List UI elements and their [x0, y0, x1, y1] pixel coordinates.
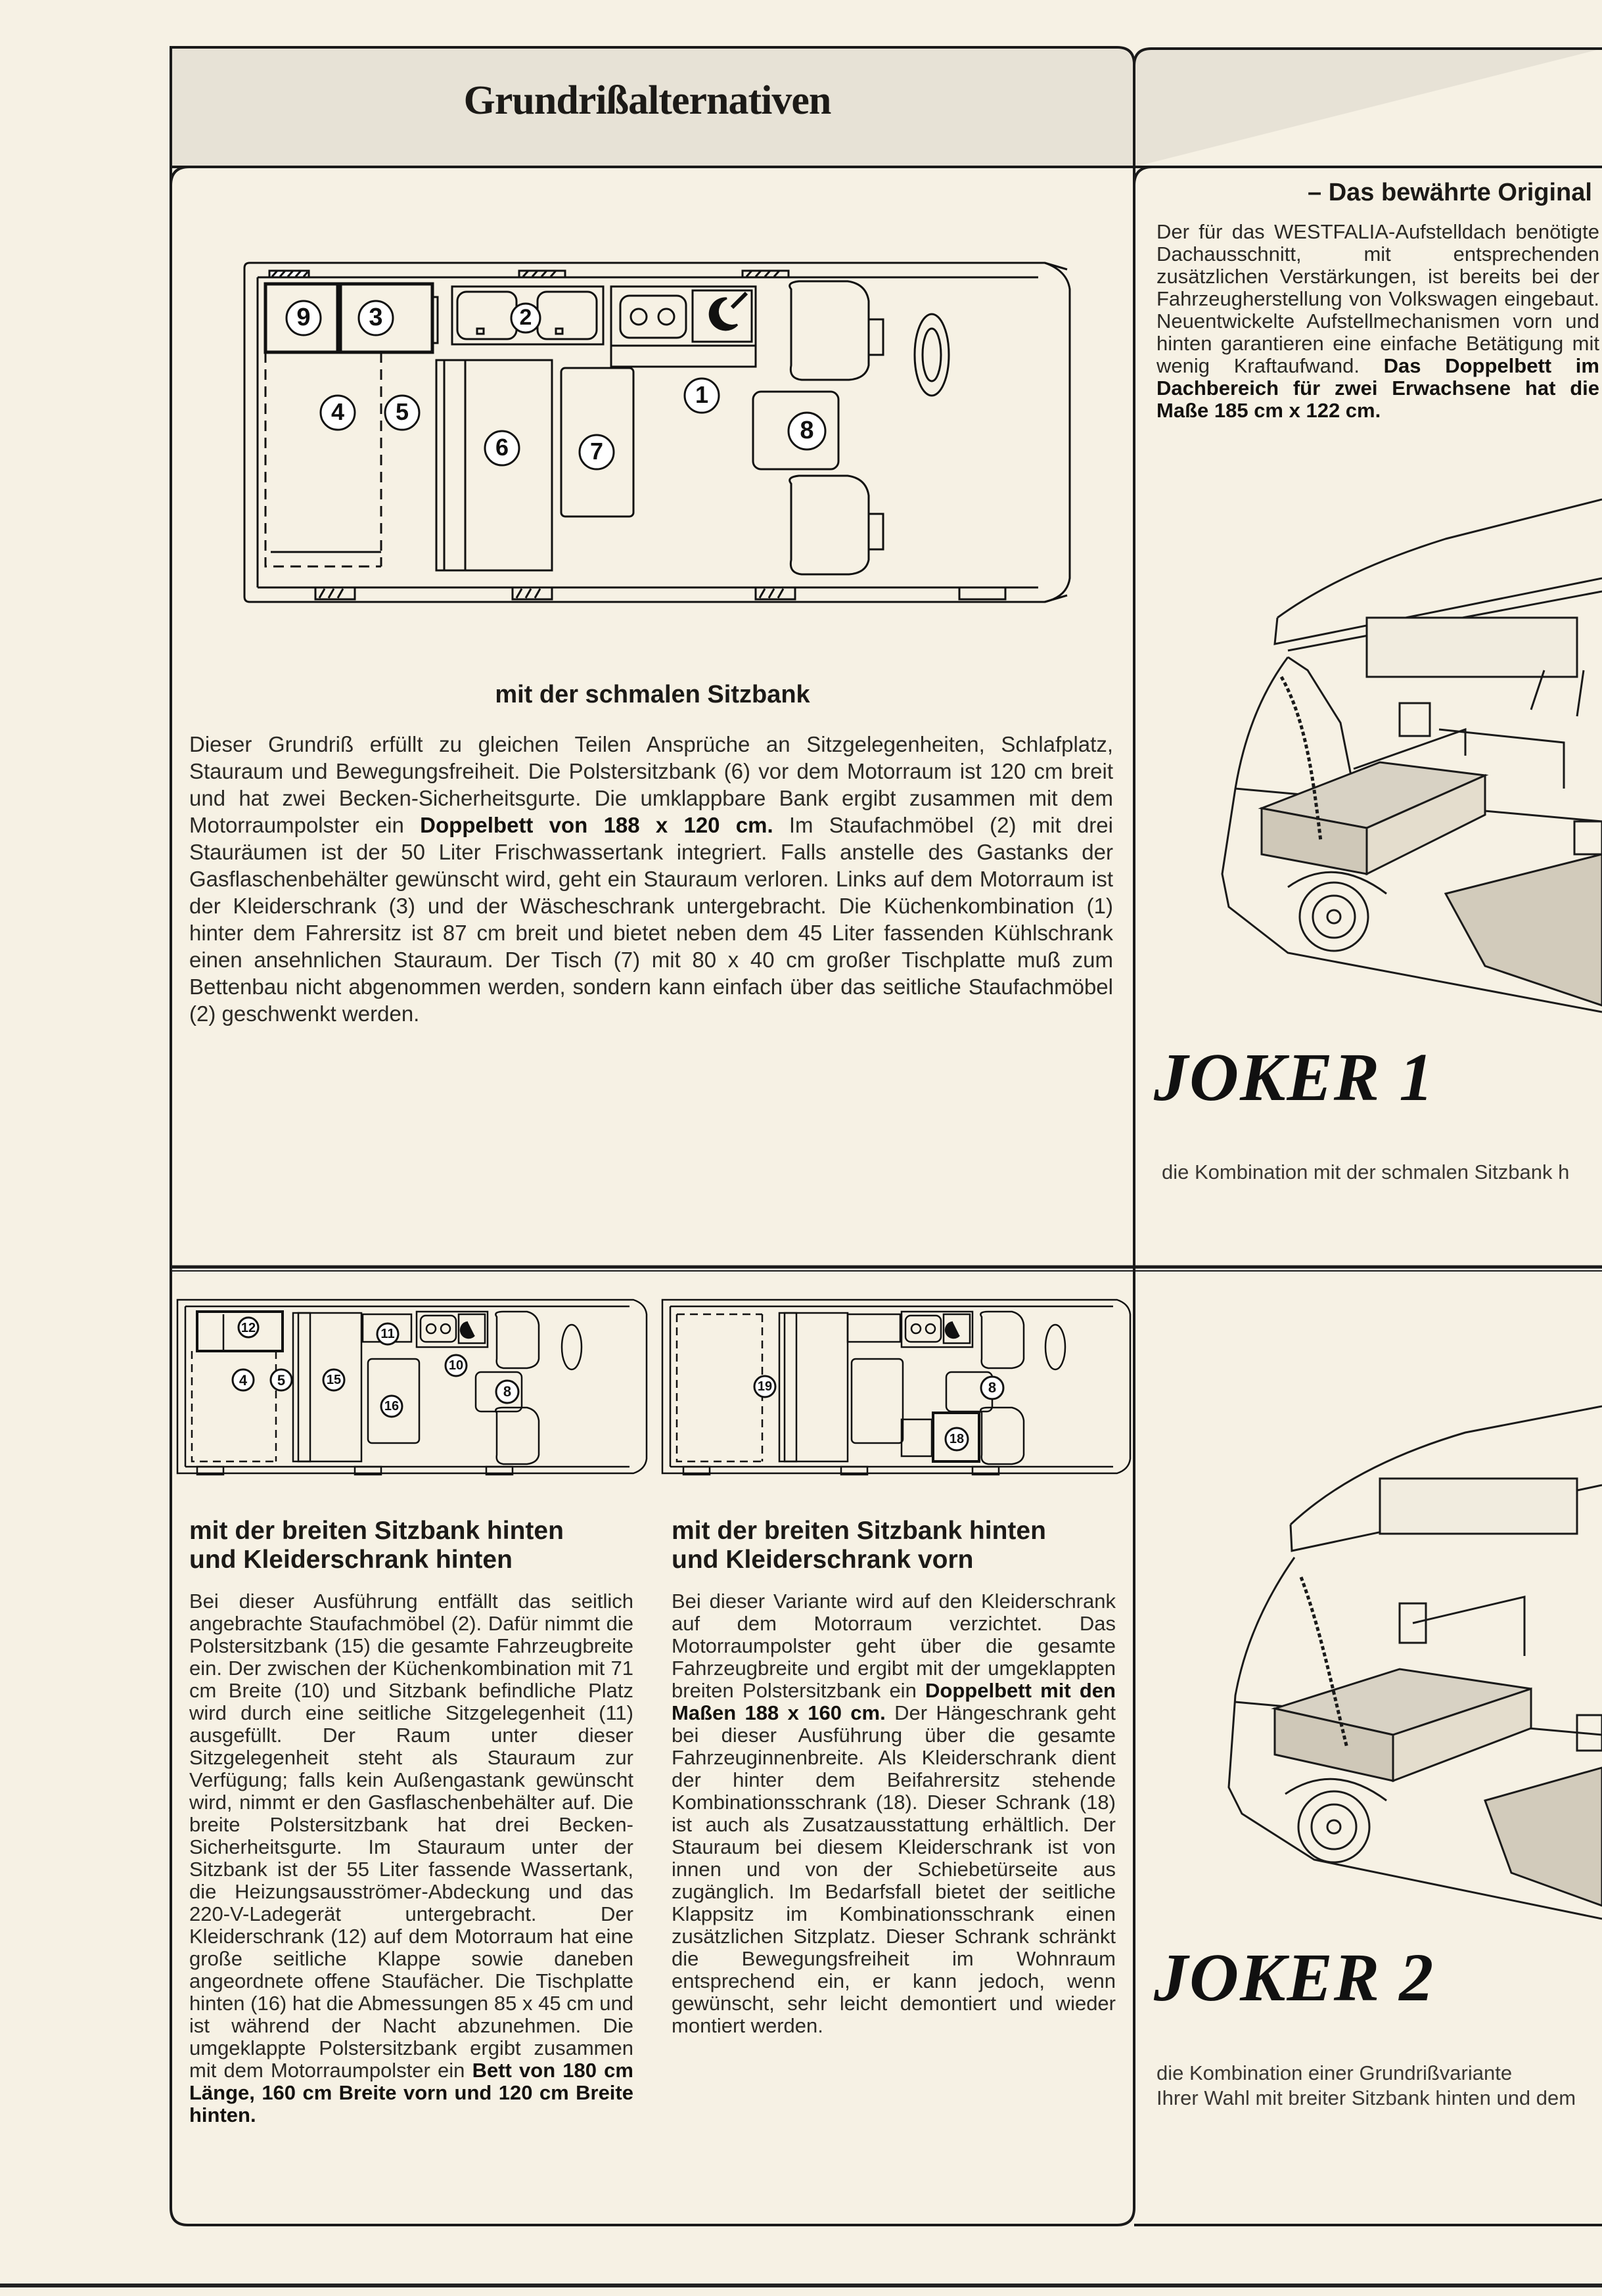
- section-subtitle-schmal: mit der schmalen Sitzbank: [495, 681, 810, 708]
- right-title-original: – Das bewährte Original: [1308, 179, 1592, 206]
- right-body-original: Der für das WESTFALIA-Aufstelldach benöt…: [1156, 220, 1599, 422]
- joker-2-caption: die Kombination einer Grundrißvariante I…: [1156, 2061, 1576, 2109]
- joker-1-logo: JOKER 1: [1154, 1040, 1435, 1115]
- section-title-kleiderschrank-hinten: mit der breiten Sitzbank hinten und Klei…: [189, 1517, 564, 1574]
- joker-2-logo: JOKER 2: [1154, 1940, 1435, 2015]
- joker-1-caption: die Kombination mit der schmalen Sitzban…: [1162, 1160, 1570, 1183]
- page-title: Grundrißalternativen: [463, 78, 832, 123]
- section-body-kleiderschrank-hinten: Bei dieser Ausführung entfällt das seitl…: [189, 1590, 633, 2126]
- section-body-kleiderschrank-vorn: Bei dieser Variante wird auf den Kleider…: [672, 1590, 1116, 2037]
- section-title-kleiderschrank-vorn: mit der breiten Sitzbank hinten und Klei…: [672, 1517, 1046, 1574]
- section-body-schmal: Dieser Grundriß erfüllt zu gleichen Teil…: [189, 732, 1113, 1026]
